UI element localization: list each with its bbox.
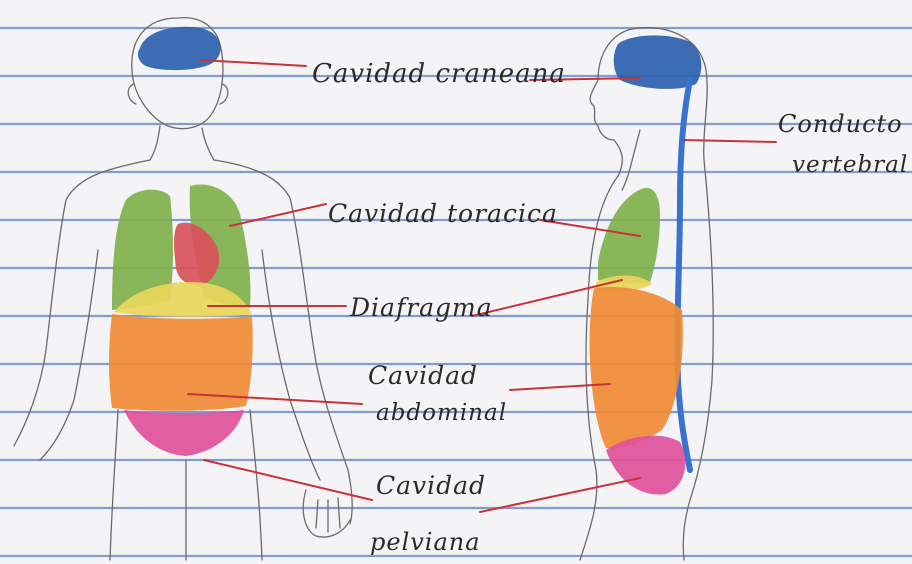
label-cavidad-toracica: Cavidad toracica bbox=[328, 199, 558, 228]
side-pelvic-cavity bbox=[606, 436, 685, 495]
leader-toracica-front bbox=[230, 204, 326, 226]
label-cavidad-pelviana-1: Cavidad bbox=[376, 471, 486, 500]
label-cavidad-abdominal-1: Cavidad bbox=[368, 361, 478, 390]
label-diafragma: Diafragma bbox=[349, 293, 493, 322]
label-conducto: Conducto bbox=[778, 110, 903, 138]
front-pelvic-cavity bbox=[124, 410, 244, 456]
label-cavidad-pelviana-2: pelviana bbox=[370, 528, 481, 556]
side-cavities bbox=[590, 35, 702, 494]
leader-craneana-front bbox=[200, 60, 306, 66]
label-cavidad-craneana: Cavidad craneana bbox=[312, 59, 566, 89]
side-thoracic-cavity bbox=[598, 188, 660, 284]
front-cranial-cavity bbox=[138, 27, 221, 70]
label-cavidad-abdominal-2: abdominal bbox=[376, 400, 507, 426]
leader-vertebral bbox=[684, 140, 776, 142]
front-cavities bbox=[109, 27, 253, 456]
label-vertebral: vertebral bbox=[792, 152, 908, 178]
side-abdominal-cavity bbox=[590, 287, 683, 449]
